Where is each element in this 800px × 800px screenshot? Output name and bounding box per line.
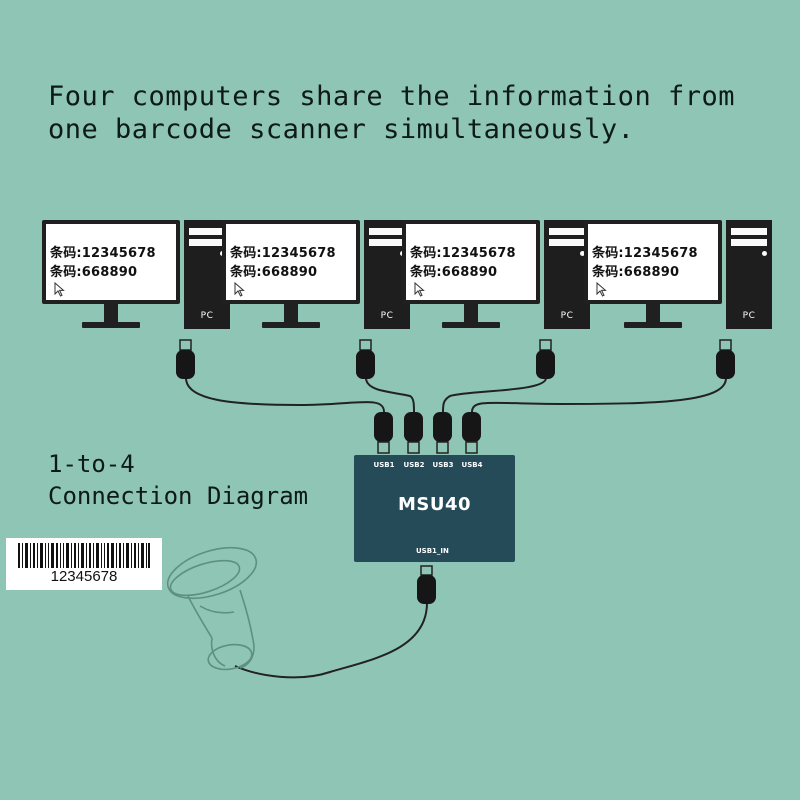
- scan-result-line-1: 条码:12345678: [50, 246, 156, 261]
- usb-plug-icon: [374, 412, 393, 454]
- drive-bay: [549, 239, 585, 246]
- cable-pc3: [442, 377, 547, 413]
- cable-scanner: [234, 602, 428, 679]
- barcode-label: 12345678: [6, 538, 162, 590]
- monitor-stand: [442, 322, 500, 328]
- arrow-pointer-icon: [596, 282, 607, 297]
- handheld-scanner-icon: [166, 546, 258, 671]
- drive-bay: [549, 228, 585, 235]
- scan-result-line-2: 条码:668890: [230, 265, 318, 280]
- drive-bay: [189, 239, 225, 246]
- usb-splitter-hub: USB1 USB2 USB3 USB4 MSU40 USB1_IN: [354, 455, 515, 562]
- usb-plug-icon: [536, 339, 555, 379]
- cable-pc4: [471, 377, 727, 413]
- barcode-digits: 12345678: [50, 568, 118, 585]
- hub-model-name: MSU40: [397, 494, 472, 515]
- power-button-icon: [580, 251, 585, 256]
- port-label-usb-in: USB1_IN: [416, 547, 449, 555]
- monitor: 条码:12345678 条码:668890: [584, 220, 722, 304]
- monitor: 条码:12345678 条码:668890: [42, 220, 180, 304]
- computer-3: 条码:12345678 条码:668890 PC: [402, 220, 592, 332]
- computer-2: 条码:12345678 条码:668890 PC: [222, 220, 412, 332]
- usb-plug-icon: [433, 412, 452, 454]
- scan-result-line-2: 条码:668890: [592, 265, 680, 280]
- monitor-stand: [82, 322, 140, 328]
- port-label-usb3: USB3: [432, 461, 454, 469]
- drive-bay: [189, 228, 225, 235]
- caption-line-1: 1-to-4: [48, 450, 135, 478]
- diagram-caption: 1-to-4 Connection Diagram: [48, 448, 308, 512]
- scan-result-line-2: 条码:668890: [50, 265, 138, 280]
- pc-label: PC: [200, 311, 214, 321]
- monitor-stand: [262, 322, 320, 328]
- monitor-neck: [646, 304, 660, 322]
- headline-line-1: Four computers share the information fro…: [48, 81, 735, 112]
- cable-pc2: [365, 377, 415, 413]
- drive-bay: [369, 239, 405, 246]
- pc-label: PC: [742, 311, 756, 321]
- monitor-screen: 条码:12345678 条码:668890: [46, 224, 176, 300]
- drive-bay: [731, 239, 767, 246]
- monitor-screen: 条码:12345678 条码:668890: [406, 224, 536, 300]
- monitor-neck: [464, 304, 478, 322]
- monitor-stand: [624, 322, 682, 328]
- usb-plug-icon: [716, 339, 735, 379]
- usb-plug-icon: [417, 565, 436, 604]
- arrow-pointer-icon: [414, 282, 425, 297]
- arrow-pointer-icon: [234, 282, 245, 297]
- port-label-usb1: USB1: [373, 461, 395, 469]
- pc-label: PC: [560, 311, 574, 321]
- port-label-usb2: USB2: [403, 461, 425, 469]
- monitor: 条码:12345678 条码:668890: [402, 220, 540, 304]
- scan-result-line-1: 条码:12345678: [410, 246, 516, 261]
- monitor-screen: 条码:12345678 条码:668890: [226, 224, 356, 300]
- usb-plug-icon: [176, 339, 195, 379]
- power-button-icon: [762, 251, 767, 256]
- usb-plug-icon: [404, 412, 423, 454]
- scan-result-line-2: 条码:668890: [410, 265, 498, 280]
- headline: Four computers share the information fro…: [48, 80, 778, 146]
- drive-bay: [731, 228, 767, 235]
- scan-result-line-1: 条码:12345678: [592, 246, 698, 261]
- arrow-pointer-icon: [54, 282, 65, 297]
- caption-line-2: Connection Diagram: [48, 482, 309, 510]
- monitor: 条码:12345678 条码:668890: [222, 220, 360, 304]
- usb-plug-icon: [462, 412, 481, 454]
- monitor-screen: 条码:12345678 条码:668890: [588, 224, 718, 300]
- usb-plug-icon: [356, 339, 375, 379]
- monitor-neck: [284, 304, 298, 322]
- pc-label: PC: [380, 311, 394, 321]
- pc-tower: PC: [726, 220, 772, 329]
- cable-pc1: [185, 377, 385, 413]
- monitor-neck: [104, 304, 118, 322]
- scan-result-line-1: 条码:12345678: [230, 246, 336, 261]
- computer-4: 条码:12345678 条码:668890 PC: [584, 220, 774, 332]
- drive-bay: [369, 228, 405, 235]
- pc-tower: PC: [544, 220, 590, 329]
- headline-line-2: one barcode scanner simultaneously.: [48, 114, 635, 145]
- computer-1: 条码:12345678 条码:668890 PC: [42, 220, 232, 332]
- port-label-usb4: USB4: [461, 461, 483, 469]
- barcode-bars-icon: [18, 543, 150, 568]
